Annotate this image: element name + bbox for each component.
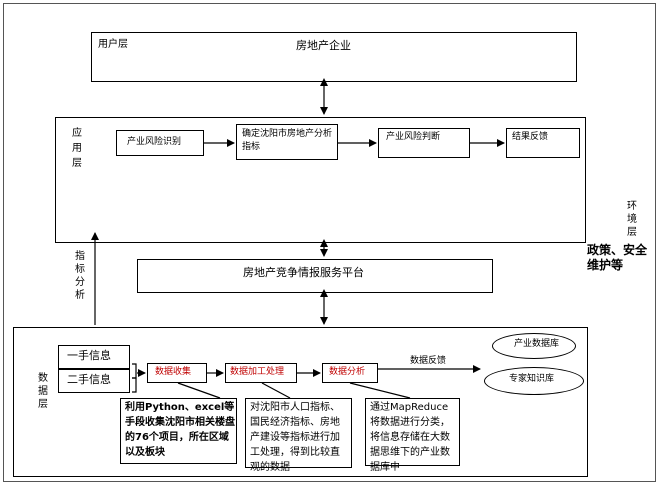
note-collection xyxy=(120,398,237,464)
source-primary-label: 一手信息 xyxy=(67,349,111,362)
env-layer-label: 环境层 xyxy=(627,201,637,238)
platform-box xyxy=(137,259,493,293)
app-step-1 xyxy=(116,130,204,156)
data-step-1-label: 数据收集 xyxy=(155,367,192,377)
env-layer-content: 政策、安全维护等 xyxy=(587,243,648,272)
outer-frame xyxy=(3,3,656,482)
app-step-2 xyxy=(236,124,338,160)
app-step-3 xyxy=(378,128,470,158)
sources-brace xyxy=(132,363,137,379)
app-step-1-label: 产业风险识别 xyxy=(127,137,182,147)
industry-database xyxy=(492,333,576,359)
app-layer-label: 应用层 xyxy=(72,128,82,169)
app-step-4-label: 结果反馈 xyxy=(512,132,549,142)
app-step-2-label: 确定沈阳市房地产分析指标 xyxy=(242,129,333,152)
user-layer-content: 房地产企业 xyxy=(296,39,351,52)
app-step-3-label: 产业风险判断 xyxy=(386,132,441,142)
data-step-3 xyxy=(322,363,378,383)
source-secondary-label: 二手信息 xyxy=(67,373,111,386)
platform-label: 房地产竞争情报服务平台 xyxy=(243,266,364,279)
industry-database-label: 产业数据库 xyxy=(514,339,560,349)
note-processing-text: 对沈阳市人口指标、国民经济指标、房地产建设等指标进行加工处理，得到比较直观的数据 xyxy=(250,402,340,473)
pointer-note-1 xyxy=(177,382,221,399)
note-processing xyxy=(245,398,352,468)
source-secondary xyxy=(58,369,130,393)
data-layer-label: 数据层 xyxy=(38,373,48,410)
indicator-analysis-label: 指标分析 xyxy=(75,251,85,301)
data-step-3-label: 数据分析 xyxy=(329,367,366,377)
data-feedback-label: 数据反馈 xyxy=(410,356,447,366)
app-step-4 xyxy=(506,128,580,158)
data-step-2 xyxy=(225,363,297,383)
expert-knowledge-base-label: 专家知识库 xyxy=(509,374,555,384)
user-layer-box xyxy=(91,32,577,82)
user-layer-label: 用户层 xyxy=(98,39,128,50)
note-collection-text: 利用Python、excel等手段收集沈阳市相关楼盘的76个项目，所在区域以及板… xyxy=(125,402,235,458)
note-analysis-text: 通过MapReduce将数据进行分类，将信息存储在大数据思维下的产业数据库中 xyxy=(370,402,450,473)
sources-brace-lower xyxy=(132,377,137,393)
expert-knowledge-base xyxy=(484,367,584,395)
note-analysis xyxy=(365,398,460,466)
data-step-2-label: 数据加工处理 xyxy=(230,367,285,377)
source-primary xyxy=(58,345,130,369)
pointer-note-3 xyxy=(349,382,411,399)
data-step-1 xyxy=(147,363,207,383)
pointer-note-2 xyxy=(261,382,291,399)
